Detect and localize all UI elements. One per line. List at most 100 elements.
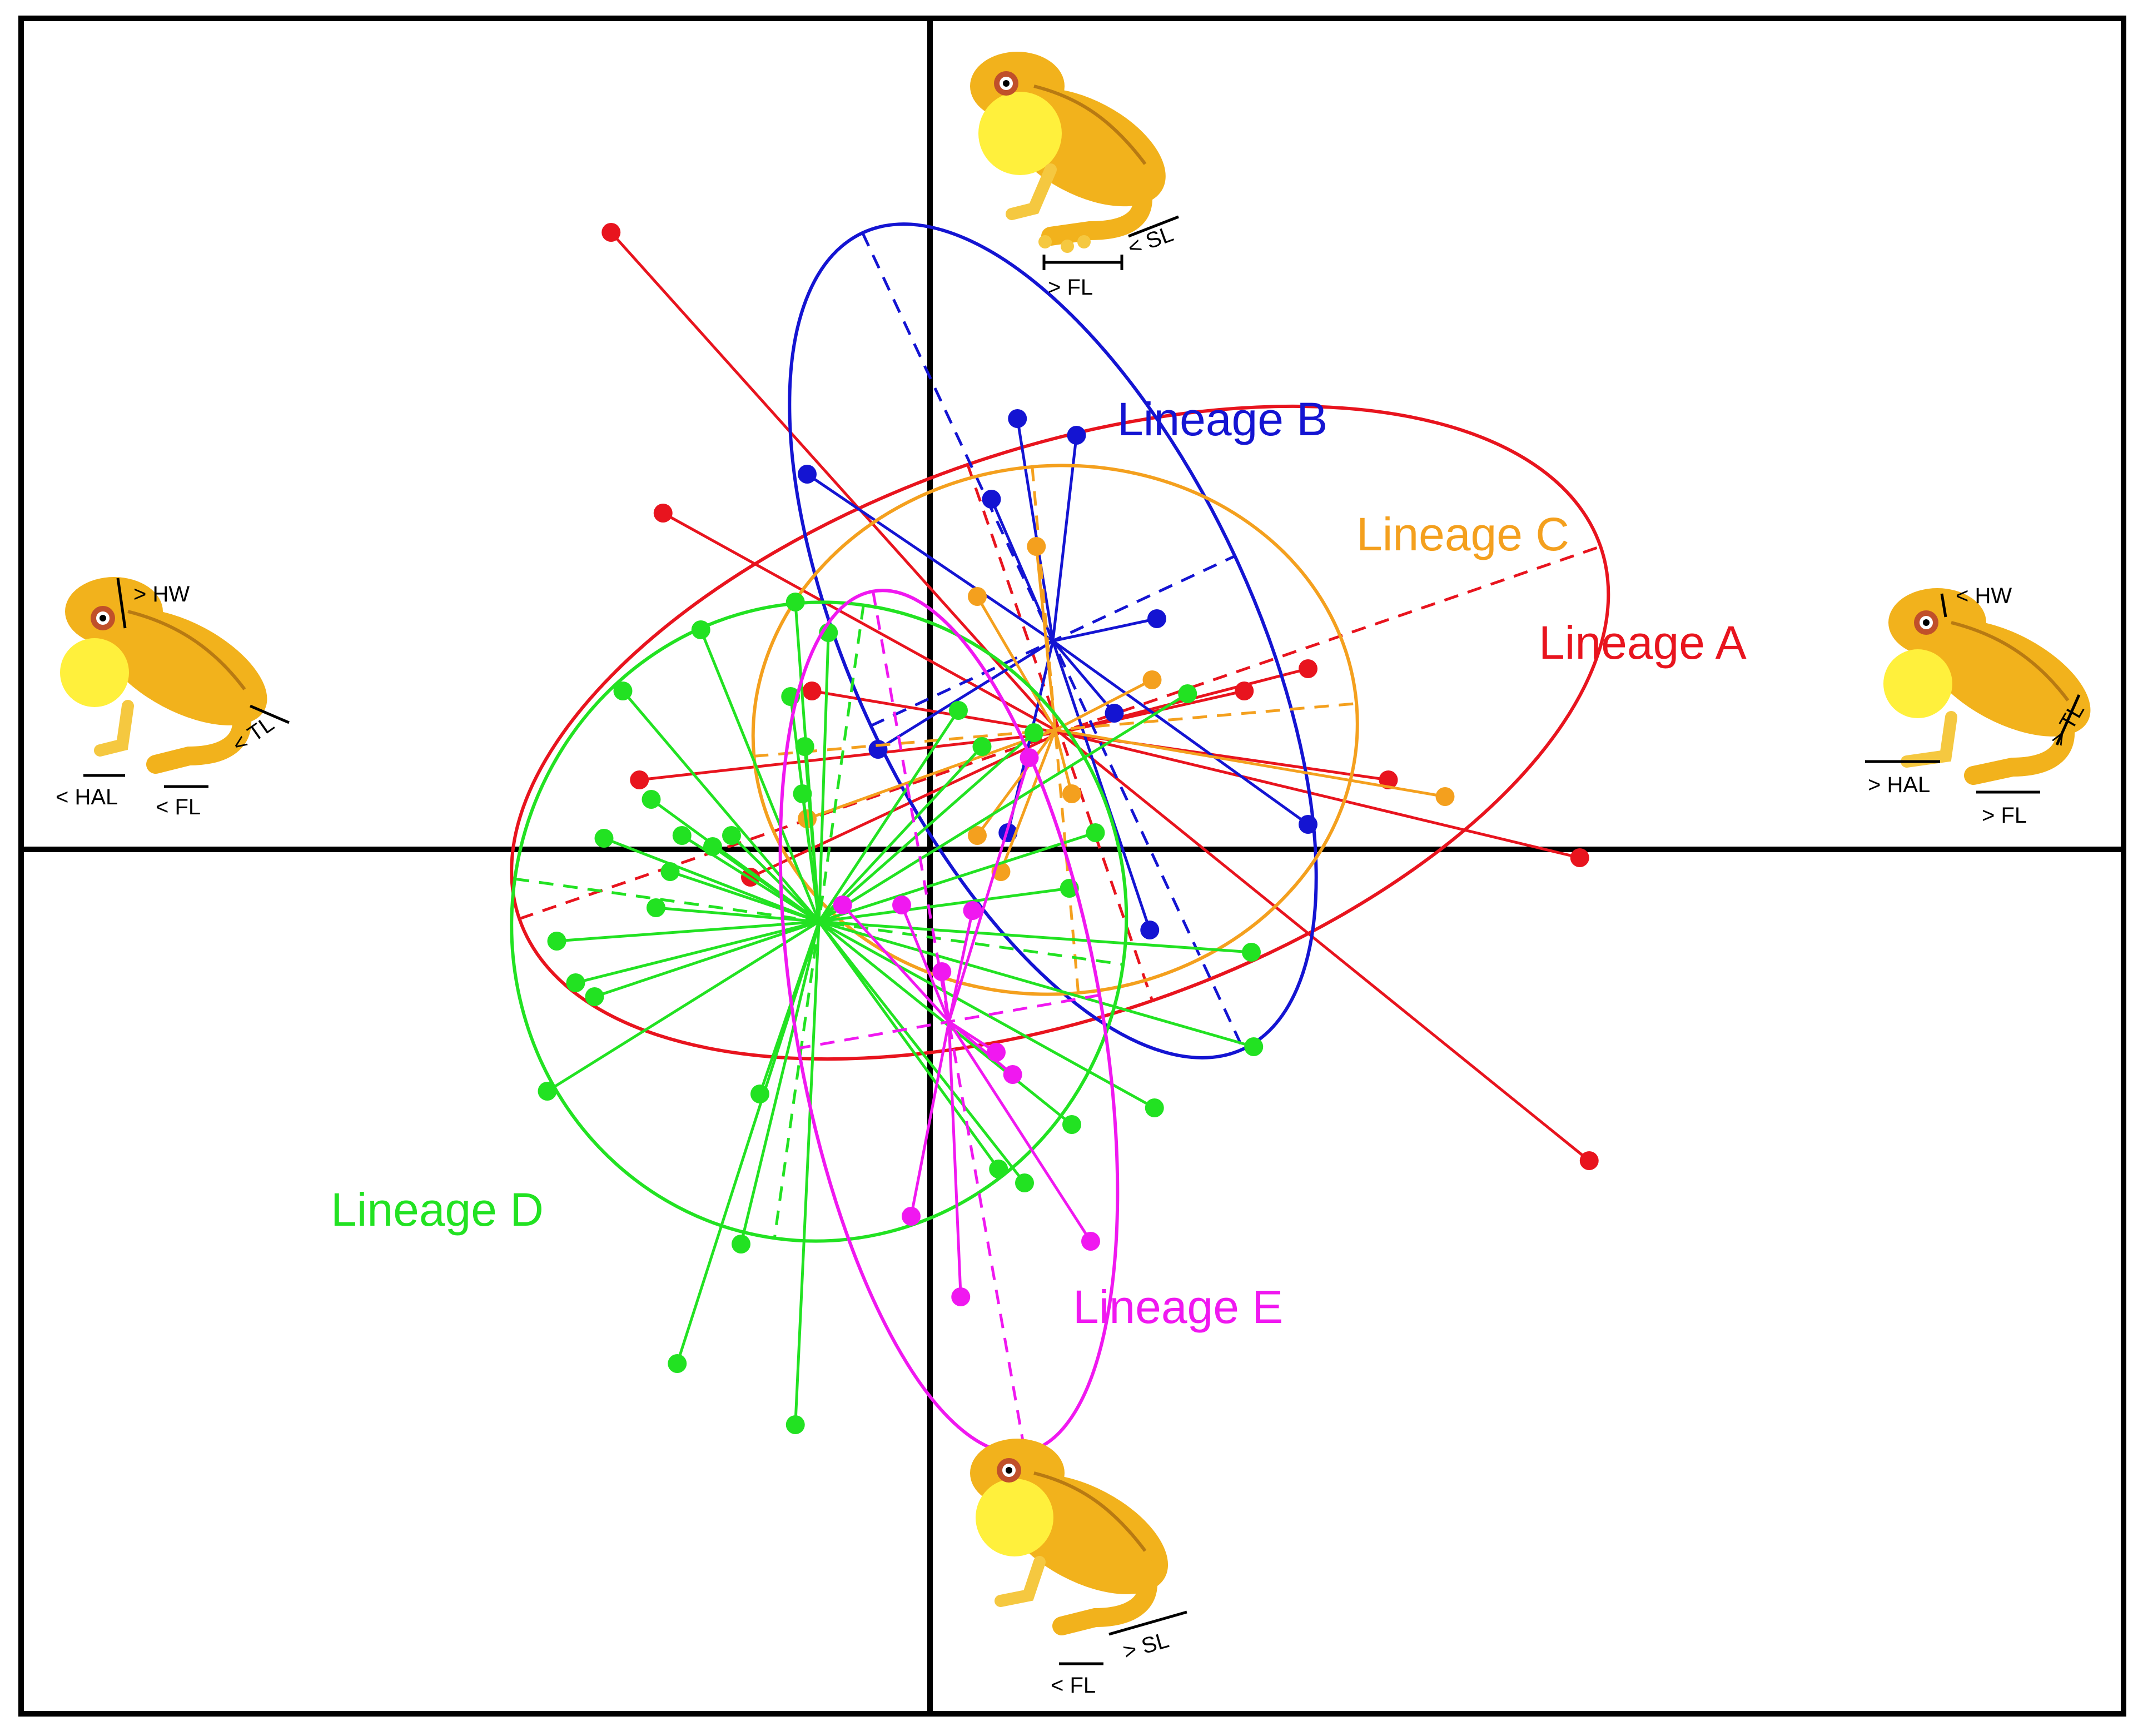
lineage-d-group	[510, 593, 1264, 1434]
lineage-a-spoke	[639, 731, 1061, 782]
lineage-d-point	[949, 701, 968, 720]
frog-right-hal-label: > HAL	[1868, 773, 1930, 797]
lineage-d-point	[1178, 684, 1197, 703]
lineage-d-point	[795, 737, 814, 756]
lineage-e-spoke	[947, 910, 974, 1022]
lineage-e-spoke	[947, 1021, 1092, 1242]
lineage-c-spoke	[976, 729, 1057, 837]
lineage-b-spoke	[877, 639, 1054, 751]
lineage-d-point	[613, 682, 633, 700]
lineage-d-point	[566, 973, 585, 992]
frog-illustration-top	[970, 52, 1166, 253]
lineage-d-point	[585, 987, 604, 1006]
lineage-d-point	[672, 826, 692, 845]
lineage-a-group	[510, 223, 1610, 1170]
lineage-c-group	[751, 464, 1455, 996]
lineage-d-point	[1015, 1173, 1034, 1192]
lineage-d-point	[793, 784, 812, 803]
frog-right-hw-label: < HW	[1956, 584, 2012, 608]
data-layer	[510, 222, 1610, 1455]
lineage-b-spoke	[1016, 418, 1055, 641]
lineage-e-spoke	[841, 904, 950, 1023]
lineage-e-spoke	[909, 1021, 951, 1217]
lineage-a-spoke	[1060, 731, 1580, 859]
lineage-b-spoke	[1051, 435, 1078, 641]
lineage-a-point	[653, 504, 673, 523]
lineage-b-spoke	[806, 472, 1054, 643]
lineage-e-point	[1003, 1065, 1022, 1084]
lineage-b-point	[1299, 815, 1317, 834]
lineage-b-point	[868, 740, 888, 759]
frog-left-hal-label: < HAL	[56, 785, 118, 809]
lineage-d-point	[594, 829, 614, 848]
lineage-d-spoke	[818, 920, 1155, 1110]
lineage-a-point	[1570, 848, 1589, 867]
lineage-d-spoke	[818, 921, 1026, 1184]
lineage-e-group	[778, 589, 1120, 1455]
lineage-e-point	[1020, 748, 1039, 767]
lineage-d-spoke	[546, 920, 820, 1093]
lineage-c-spoke	[1035, 546, 1057, 730]
lineage-b-label: Lineage B	[1117, 393, 1327, 445]
lineage-c-point	[1435, 787, 1455, 806]
lineage-d-point	[660, 862, 680, 881]
lineage-c-spoke	[1055, 678, 1153, 732]
frog-left-fl-label: < FL	[156, 795, 201, 819]
frog-bottom-sl-label: > SL	[1120, 1628, 1171, 1664]
lineage-b-spoke	[1052, 639, 1309, 826]
lineage-d-spoke	[803, 746, 821, 922]
lineage-d-spoke	[621, 690, 821, 923]
lineage-a-point	[1579, 1151, 1599, 1170]
frog-right-fl-label: > FL	[1982, 803, 2027, 828]
lineage-d-spoke	[818, 745, 983, 923]
lineage-d-label: Lineage D	[331, 1183, 544, 1236]
frog-illustration-bottom	[970, 1439, 1169, 1635]
frog-illustration-left	[60, 577, 267, 774]
lineage-b-point	[1147, 609, 1166, 628]
frog-illustration-right	[1883, 588, 2091, 785]
lineage-d-point	[538, 1082, 557, 1101]
lineage-a-point	[1379, 770, 1398, 789]
lineage-b-point	[1067, 426, 1086, 445]
lineage-a-spoke	[662, 511, 1061, 734]
frog-bottom-fl-label: < FL	[1051, 1673, 1096, 1698]
lineage-c-point	[1027, 537, 1046, 556]
lineage-c-point	[1062, 784, 1081, 803]
frog-left-hw-label: > HW	[133, 582, 190, 606]
lineage-d-point	[547, 932, 566, 951]
lineage-e-point	[902, 1207, 921, 1226]
lineage-d-point	[750, 1085, 769, 1103]
lineage-e-point	[833, 896, 852, 914]
lineage-d-spoke	[575, 920, 819, 984]
lineage-c-spoke	[976, 595, 1057, 731]
lineage-a-point	[601, 223, 621, 242]
lineage-c-point	[968, 587, 987, 606]
lineage-d-point	[647, 898, 665, 917]
lineage-a-label: Lineage A	[1539, 616, 1747, 669]
lineage-e-spoke	[947, 1021, 962, 1297]
lineage-d-point	[1025, 723, 1043, 742]
lineage-c-point	[1142, 670, 1162, 689]
lineage-d-spoke	[556, 920, 819, 943]
lineage-b-spoke	[1052, 617, 1157, 643]
lineage-d-point	[1086, 823, 1105, 842]
lineage-a-point	[802, 682, 822, 700]
frog-top-fl-label: > FL	[1048, 275, 1093, 300]
lineage-e-spoke	[947, 757, 1031, 1022]
lineage-e-spoke	[948, 1021, 1014, 1076]
lineage-b-point	[1105, 704, 1124, 723]
lineage-d-spoke	[801, 793, 821, 922]
lineage-c-spoke	[1055, 728, 1445, 798]
lineage-d-point	[668, 1354, 687, 1373]
lineage-c-spoke	[1000, 729, 1057, 872]
lineage-e-point	[987, 1043, 1006, 1062]
lineage-e-spoke	[900, 904, 951, 1022]
lineage-d-spoke	[818, 732, 1035, 923]
lineage-d-point	[1244, 1037, 1264, 1056]
lineage-d-spoke	[675, 921, 821, 1364]
lineage-d-spoke	[818, 831, 1096, 923]
lineage-a-spoke	[1059, 732, 1590, 1162]
lineage-c-point	[968, 826, 987, 845]
plot-frame	[18, 16, 2126, 1717]
lineage-d-spoke	[794, 921, 821, 1425]
